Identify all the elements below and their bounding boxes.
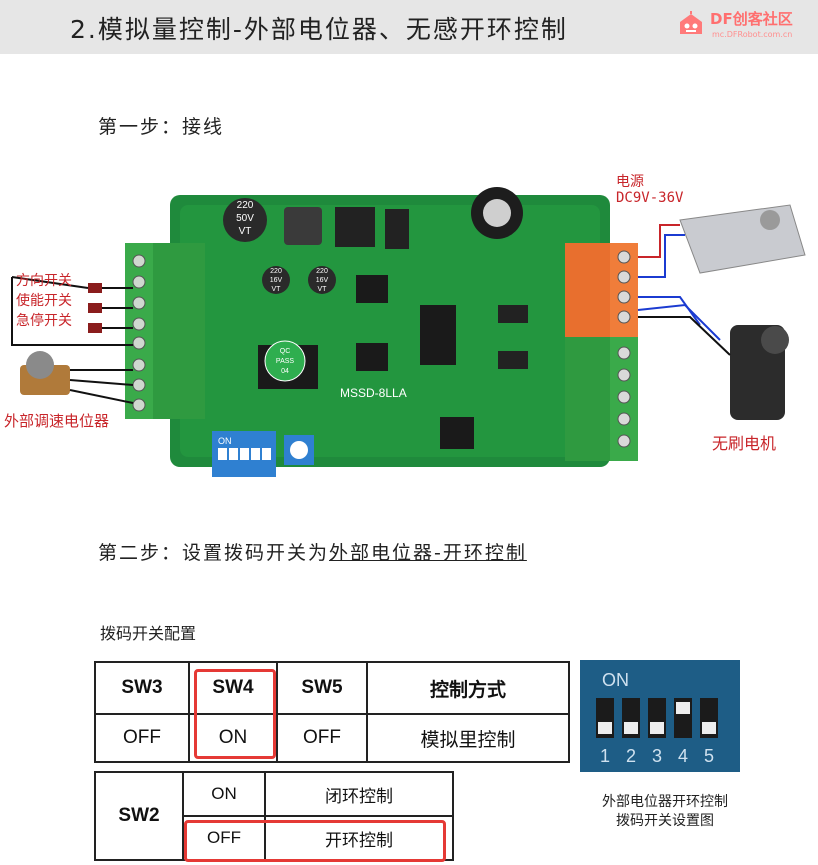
header-bar: 2.模拟量控制-外部电位器、无感开环控制 DF创客社区 mc.DFRobot.c…: [0, 0, 818, 54]
right-terminal-block: [565, 243, 638, 461]
label-power: 电源: [616, 174, 644, 190]
wiring-diagram: 220 50V VT 220 16V VT 220 16V VT QC PASS…: [11, 187, 806, 477]
bldc-motor: [637, 296, 789, 420]
cell-sw4: ON: [188, 713, 278, 763]
dip-num-2: 2: [626, 746, 636, 766]
svg-text:ON: ON: [218, 436, 232, 446]
left-terminal-block: [125, 243, 205, 419]
svg-text:QC: QC: [280, 348, 291, 355]
board-model: MSSD-8LLA: [340, 386, 407, 400]
dip-num-5: 5: [704, 746, 714, 766]
sw2-on-mode: 闭环控制: [264, 771, 454, 817]
cell-sw5: OFF: [276, 713, 368, 763]
svg-text:220: 220: [270, 268, 282, 275]
svg-text:220: 220: [316, 268, 328, 275]
qc-sticker: QC PASS 04: [264, 340, 306, 382]
svg-text:16V: 16V: [270, 277, 283, 284]
label-ext-potentiometer: 外部调速电位器: [4, 412, 110, 430]
dip-caption: 外部电位器开环控制 拨码开关设置图: [560, 793, 770, 831]
svg-text:VT: VT: [318, 286, 328, 293]
dip-toggles: [596, 698, 718, 738]
label-direction-switch: 方向开关: [16, 273, 72, 289]
sw4-highlight-box: [194, 669, 276, 759]
brand-name: DF创客社区: [710, 10, 793, 28]
dip-on-label: ON: [602, 670, 629, 690]
step2-heading: 第二步：设置拨码开关为外部电位器-开环控制: [98, 538, 527, 565]
capacitor-small-2: 220 16V VT: [308, 266, 336, 294]
inductor: [284, 207, 322, 245]
label-motor: 无刷电机: [712, 434, 777, 453]
capacitor-small-1: 220 16V VT: [262, 266, 290, 294]
page-title: 2.模拟量控制-外部电位器、无感开环控制: [70, 15, 568, 44]
df-logo[interactable]: DF创客社区 mc.DFRobot.com.cn: [676, 6, 806, 48]
sw2-on-state: ON: [182, 771, 266, 817]
board-dip-switch: ON: [212, 431, 276, 477]
robot-icon: [680, 11, 702, 34]
dip-caption-line2: 拨码开关设置图: [616, 813, 714, 829]
sw2-label: SW2: [94, 771, 184, 861]
brand-url: mc.DFRobot.com.cn: [712, 30, 793, 39]
header-sw5: SW5: [276, 661, 368, 715]
sw2-off-highlight-box: [184, 820, 446, 862]
label-estop-switch: 急停开关: [16, 313, 72, 329]
step1-heading: 第一步：接线: [98, 116, 225, 138]
svg-text:220: 220: [237, 200, 254, 211]
potentiometer: [20, 351, 134, 404]
svg-text:VT: VT: [239, 226, 252, 237]
svg-text:VT: VT: [272, 286, 282, 293]
svg-text:50V: 50V: [236, 213, 254, 224]
dip-caption-line1: 外部电位器开环控制: [602, 794, 728, 810]
config-title: 拨码开关配置: [100, 624, 197, 643]
label-enable-switch: 使能开关: [16, 293, 72, 309]
dip-num-4: 4: [678, 746, 688, 766]
svg-text:04: 04: [281, 368, 289, 375]
svg-text:PASS: PASS: [276, 358, 294, 365]
dip-switch-photo: ON 1 2 3 4 5: [580, 660, 740, 772]
step2-prefix: 第二步：设置拨码开关为: [98, 542, 330, 564]
cell-control-mode: 模拟里控制: [366, 713, 570, 763]
header-sw3: SW3: [94, 661, 190, 715]
power-supply: [638, 204, 806, 278]
svg-text:16V: 16V: [316, 277, 329, 284]
dip-num-3: 3: [652, 746, 662, 766]
header-control-mode: 控制方式: [366, 661, 570, 715]
label-power-range: DC9V-36V: [616, 190, 684, 206]
cell-sw3: OFF: [94, 713, 190, 763]
capacitor-large: 220 50V VT: [223, 198, 267, 242]
step2-highlight: 外部电位器-开环控制: [329, 542, 527, 564]
dip-config-table: SW3 SW4 SW5 控制方式 OFF ON OFF 模拟里控制: [94, 661, 570, 763]
dip-num-1: 1: [600, 746, 610, 766]
external-switches: [11, 276, 133, 346]
